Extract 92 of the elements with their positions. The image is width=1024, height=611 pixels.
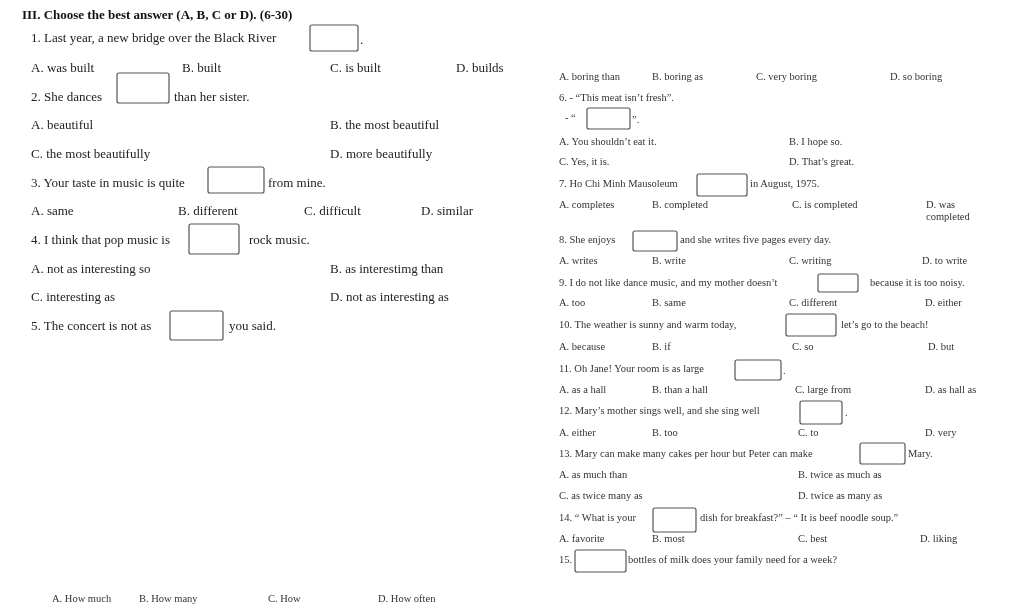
question-text: B. most	[652, 533, 685, 545]
question-text: C. very boring	[756, 71, 817, 83]
question-text: C. writing	[789, 255, 832, 267]
question-text: A. writes	[559, 255, 598, 267]
question-text: C. difficult	[304, 203, 361, 219]
question-text: rock music.	[249, 232, 310, 248]
question-text: A. because	[559, 341, 606, 353]
question-text: A. as much than	[559, 469, 628, 481]
question-text: D. as hall as	[925, 384, 977, 396]
question-text: you said.	[229, 318, 276, 334]
question-text: C. Yes, it is.	[559, 156, 610, 168]
question-text: C. to	[798, 427, 819, 439]
question-text: C. large from	[795, 384, 852, 396]
question-text: C. best	[798, 533, 828, 545]
question-text: B. same	[652, 297, 686, 309]
question-text: A. How much	[52, 593, 112, 605]
question-text: D. to write	[922, 255, 968, 267]
question-text: than her sister.	[174, 89, 250, 105]
question-text: B. twice as much as	[798, 469, 882, 481]
question-text: 10. The weather is sunny and warm today,	[559, 319, 737, 331]
question-text: - “	[565, 112, 576, 124]
question-text: B. I hope so.	[789, 136, 843, 148]
question-text: 13. Mary can make many cakes per hour but Peter can make	[559, 448, 813, 460]
question-text: dish for breakfast?” – “ It is beef noodle soup.”	[700, 512, 899, 524]
question-text: D. so boring	[890, 71, 943, 83]
question-text: C. is completed	[792, 199, 858, 211]
question-text: B. built	[182, 60, 221, 76]
question-text: .	[845, 407, 848, 419]
question-text: 6. - “This meat isn’t fresh”.	[559, 92, 674, 104]
question-text: A. same	[31, 203, 74, 219]
question-text: D. builds	[456, 60, 504, 76]
question-text: C. different	[789, 297, 838, 309]
question-text: A. boring than	[559, 71, 620, 83]
question-text: .	[783, 365, 786, 377]
question-text: D. very	[925, 427, 957, 439]
question-text: C. interesting as	[31, 289, 116, 305]
question-text: in August, 1975.	[750, 178, 820, 190]
question-text: A. not as interesting so	[31, 261, 151, 277]
question-text: 9. I do not like dance music, and my mother doesn’t	[559, 277, 778, 289]
question-text: D. twice as many as	[798, 490, 883, 502]
question-text: 7. Ho Chi Minh Mausoleum	[559, 178, 678, 190]
question-text: A. You shouldn’t eat it.	[559, 136, 657, 148]
question-text: A. was built	[31, 60, 95, 76]
question-text: B. if	[652, 341, 671, 353]
question-text: D. was completed	[926, 199, 971, 223]
question-text: D. but	[928, 341, 955, 353]
question-text: D. similar	[421, 203, 473, 219]
section-heading: III. Choose the best answer (A, B, C or D). (6-30)	[22, 7, 293, 23]
question-text: B. boring as	[652, 71, 704, 83]
question-text: 12. Mary’s mother sings well, and she sing well	[559, 405, 760, 417]
question-text: 1. Last year, a new bridge over the Black River	[31, 30, 277, 46]
question-text: 3. Your taste in music is quite	[31, 175, 185, 191]
question-text: A. either	[559, 427, 596, 439]
question-text: D. That’s great.	[789, 156, 855, 168]
question-text: A. too	[559, 297, 586, 309]
question-text: C. How	[268, 593, 301, 605]
question-text: B. different	[178, 203, 238, 219]
question-text: 8. She enjoys	[559, 234, 616, 246]
question-text: B. the most beautiful	[330, 117, 440, 133]
question-text: A. as a hall	[559, 384, 607, 396]
question-text: B. completed	[652, 199, 708, 211]
question-text: D. not as interesting as	[330, 289, 449, 305]
question-text: 5. The concert is not as	[31, 318, 152, 334]
question-text: A. favorite	[559, 533, 605, 545]
question-text: B. too	[652, 427, 678, 439]
question-text: and she writes five pages every day.	[680, 234, 832, 246]
question-text: D. liking	[920, 533, 958, 545]
question-text: .	[360, 32, 364, 48]
question-text: A. beautiful	[31, 117, 94, 133]
question-text: C. is built	[330, 60, 381, 76]
question-text: let’s go to the beach!	[841, 319, 929, 331]
question-text: D. either	[925, 297, 962, 309]
question-text: B. as interestimg than	[330, 261, 444, 277]
question-text: 15.	[559, 554, 573, 566]
question-text: A. completes	[559, 199, 615, 211]
question-text: ”.	[632, 114, 640, 126]
question-text: because it is too noisy.	[870, 277, 965, 289]
question-text: 11. Oh Jane! Your room is as large	[559, 363, 704, 375]
question-text: from mine.	[268, 175, 326, 191]
question-text: 14. “ What is your	[559, 512, 637, 524]
question-text: D. more beautifully	[330, 146, 433, 162]
question-text: 2. She dances	[31, 89, 103, 105]
question-text: C. as twice many as	[559, 490, 643, 502]
question-text: B. than a hall	[652, 384, 708, 396]
question-text: C. the most beautifully	[31, 146, 151, 162]
question-text: Mary.	[908, 448, 933, 460]
question-text: B. write	[652, 255, 686, 267]
question-text: B. How many	[139, 593, 198, 605]
question-text: 4. I think that pop music is	[31, 232, 171, 248]
question-text: D. How often	[378, 593, 436, 605]
question-text: bottles of milk does your family need for a week?	[628, 554, 838, 566]
question-text: C. so	[792, 341, 814, 353]
